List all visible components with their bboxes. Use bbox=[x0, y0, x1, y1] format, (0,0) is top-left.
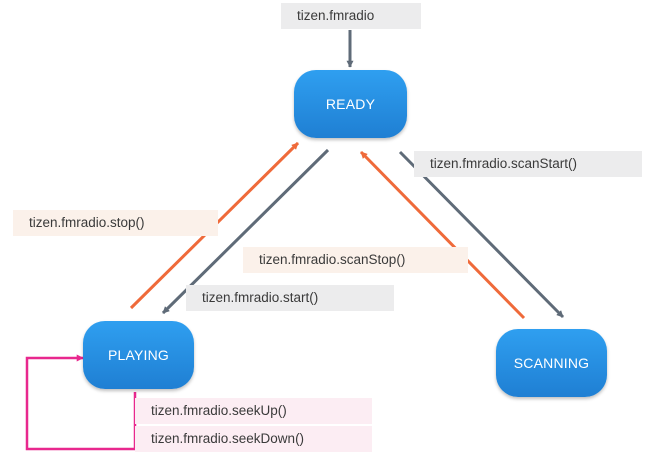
label-start: tizen.fmradio.start() bbox=[186, 285, 394, 311]
label-stop: tizen.fmradio.stop() bbox=[13, 210, 218, 236]
label-scan-start: tizen.fmradio.scanStart() bbox=[414, 151, 642, 177]
state-playing: PLAYING bbox=[83, 321, 194, 389]
label-seek-up: tizen.fmradio.seekUp() bbox=[135, 398, 372, 424]
label-init: tizen.fmradio bbox=[281, 3, 421, 29]
state-scanning: SCANNING bbox=[496, 329, 607, 397]
state-ready: READY bbox=[294, 70, 407, 138]
arrow-ready-to-scanning bbox=[398, 150, 565, 319]
label-seek-down: tizen.fmradio.seekDown() bbox=[135, 426, 372, 452]
label-scan-stop: tizen.fmradio.scanStop() bbox=[243, 247, 468, 273]
arrow-scanning-to-ready bbox=[359, 150, 526, 320]
